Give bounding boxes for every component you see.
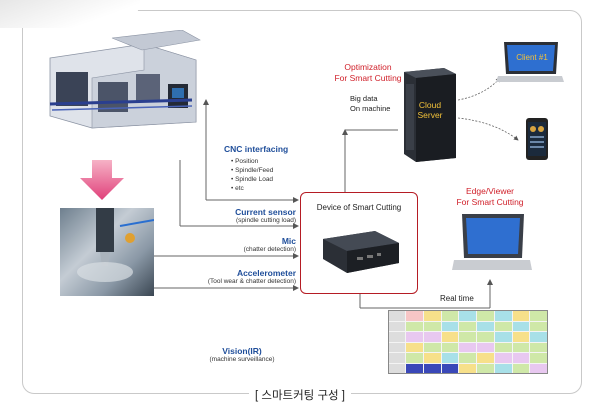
smart-cutting-device-box: Device of Smart Cutting xyxy=(300,192,418,294)
cnc-item-spindle-load: Spindle Load xyxy=(231,175,304,184)
cutting-process-image xyxy=(60,208,155,296)
device-hardware-icon xyxy=(323,231,399,273)
edge-line1: Edge/Viewer xyxy=(465,186,515,196)
cloud-line1: Cloud xyxy=(418,100,442,110)
cnc-item-etc: etc xyxy=(231,184,304,193)
cnc-interfacing-list: Position Spindle/Feed Spindle Load etc xyxy=(224,157,304,193)
bigdata-line1: Big data xyxy=(350,94,378,103)
cloud-server-icon: Cloud Server xyxy=(398,64,460,162)
client-label: Client #1 xyxy=(516,53,548,62)
cloud-server-label: Cloud Server xyxy=(410,100,450,120)
current-sensor-title: Current sensor xyxy=(235,207,296,217)
accelerometer-label: Accelerometer (Tool wear & chatter detec… xyxy=(160,268,296,285)
client-laptop-icon: Client #1 xyxy=(494,40,564,86)
cnc-interfacing-title: CNC interfacing xyxy=(224,144,289,154)
cnc-machine-image xyxy=(32,29,202,130)
caption-text: [ 스마트커팅 구성 ] xyxy=(248,390,352,402)
optimization-line2: For Smart Cutting xyxy=(334,73,402,83)
accelerometer-title: Accelerometer xyxy=(236,268,296,278)
mic-label: Mic (chatter detection) xyxy=(190,236,296,253)
diagram-caption: [ 스마트커팅 구성 ] xyxy=(0,387,600,403)
cloud-to-client-line xyxy=(457,77,501,101)
corner-decoration xyxy=(0,0,140,28)
edge-viewer-laptop-icon xyxy=(452,212,532,276)
bigdata-line2: On machine xyxy=(350,104,391,113)
bigdata-label: Big data On machine xyxy=(350,94,410,114)
current-sensor-label: Current sensor (spindle cutting load) xyxy=(190,207,296,224)
cloud-to-phone-line xyxy=(457,117,519,141)
accelerometer-sub: (Tool wear & chatter detection) xyxy=(207,278,296,285)
edge-viewer-label: Edge/Viewer For Smart Cutting xyxy=(438,186,542,208)
cnc-item-position: Position xyxy=(231,157,304,166)
mobile-phone-icon xyxy=(526,118,548,160)
vision-sub: (machine surveillance) xyxy=(209,356,275,363)
mic-sub: (chatter detection) xyxy=(243,246,296,253)
vision-title: Vision(IR) xyxy=(222,346,262,356)
cnc-interfacing-group: CNC interfacing Position Spindle/Feed Sp… xyxy=(224,144,304,193)
vision-label: Vision(IR) (machine surveillance) xyxy=(190,346,294,363)
process-arrow-icon xyxy=(80,160,124,200)
device-title: Device of Smart Cutting xyxy=(316,203,402,212)
realtime-data-table-image xyxy=(388,310,548,374)
optimization-label: Optimization For Smart Cutting xyxy=(318,62,418,84)
edge-line2: For Smart Cutting xyxy=(456,197,524,207)
current-sensor-sub: (spindle cutting load) xyxy=(236,217,296,224)
mic-title: Mic xyxy=(281,236,296,246)
realtime-label: Real time xyxy=(440,294,474,303)
cnc-item-spindle-feed: Spindle/Feed xyxy=(231,166,304,175)
optimization-line1: Optimization xyxy=(344,62,392,72)
cloud-line2: Server xyxy=(417,110,443,120)
